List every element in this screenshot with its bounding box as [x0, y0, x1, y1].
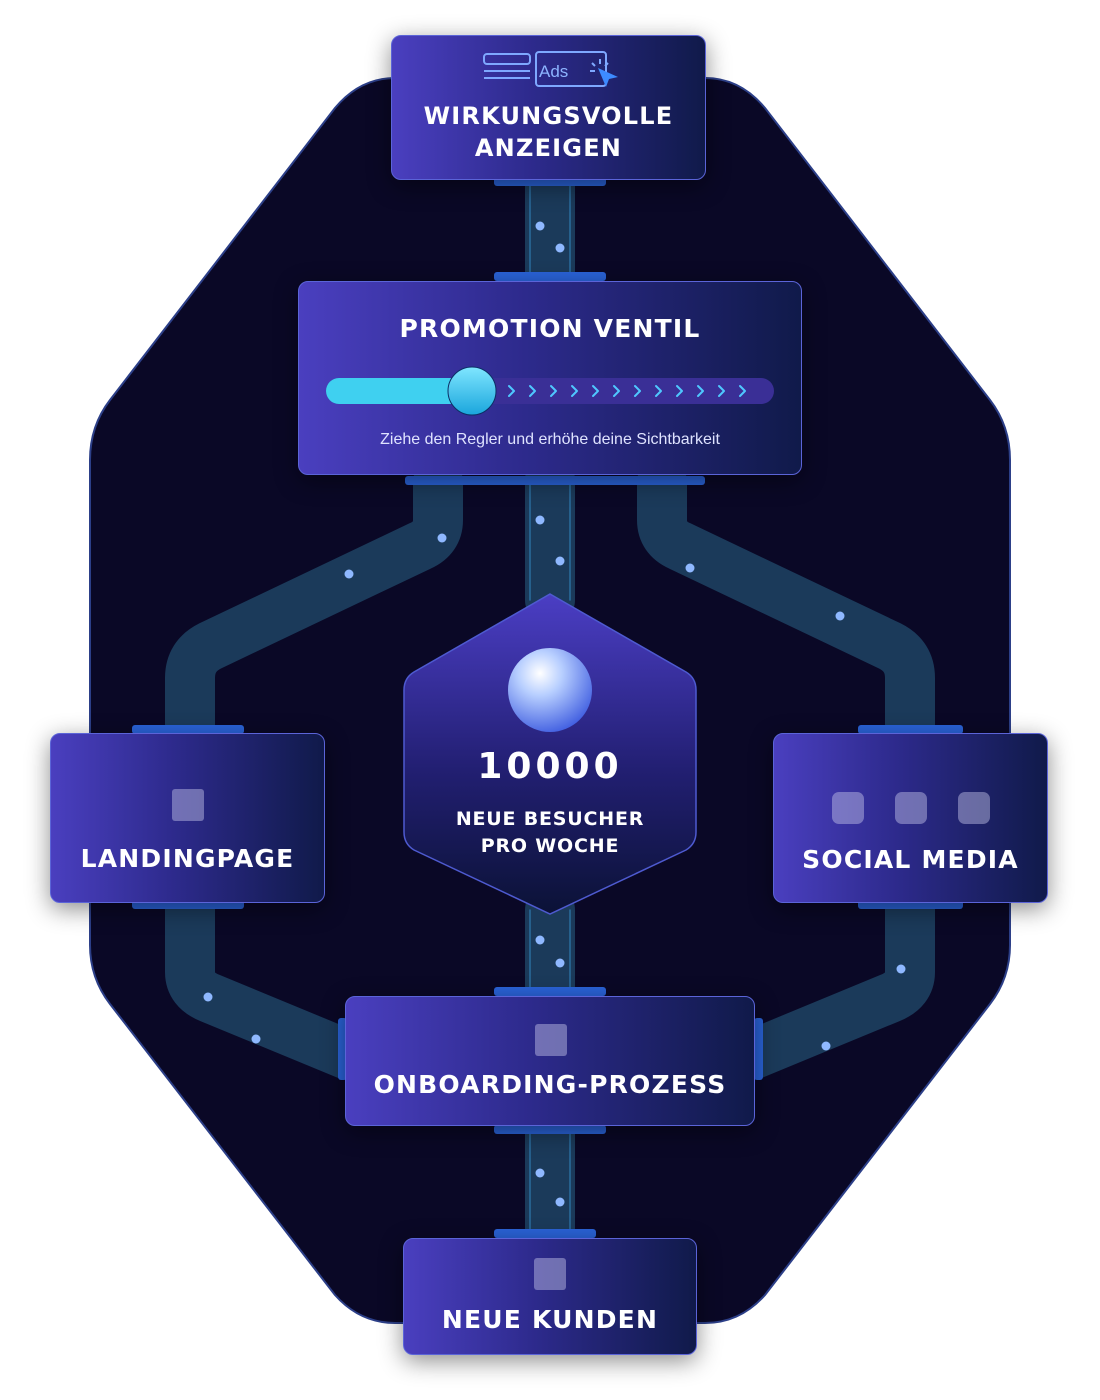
slider-knob[interactable]: [447, 366, 497, 416]
landingpage-card: LANDINGPAGE: [50, 733, 325, 903]
chevron-right-icon: [508, 385, 515, 397]
connector: [338, 1018, 347, 1080]
ads-click-icon: [483, 51, 618, 87]
social-icon: [895, 792, 927, 824]
chevron-right-icon: [676, 385, 683, 397]
social-media-title: SOCIAL MEDIA: [802, 845, 1019, 874]
chevron-right-icon: [739, 385, 746, 397]
ads-icon-label: Ads: [539, 62, 569, 81]
ads-card-title-line1: WIRKUNGSVOLLE: [423, 102, 674, 130]
connector: [405, 476, 705, 485]
chevron-right-icon: [550, 385, 557, 397]
connector: [754, 1018, 763, 1080]
connector: [132, 725, 244, 734]
neue-kunden-card: NEUE KUNDEN: [403, 1238, 697, 1355]
chevron-right-icon: [718, 385, 725, 397]
chevron-right-icon: [571, 385, 578, 397]
landingpage-title: LANDINGPAGE: [80, 844, 295, 873]
onboarding-card: ONBOARDING-PROZESS: [345, 996, 755, 1126]
flow-dots: [203, 221, 906, 1207]
slider-arrow-icons: [508, 385, 746, 397]
visitors-hexagon: [403, 593, 697, 915]
promotion-slider[interactable]: [326, 366, 776, 416]
connector: [858, 725, 963, 734]
social-icon: [832, 792, 864, 824]
visitors-count: 10000: [477, 746, 623, 787]
onboarding-icon: [535, 1024, 567, 1056]
chevron-right-icon: [529, 385, 536, 397]
ads-card-title-line2: ANZEIGEN: [474, 134, 623, 162]
connector: [494, 177, 606, 186]
landingpage-icon: [172, 789, 204, 821]
visitors-label-line1: NEUE BESUCHER: [455, 808, 645, 830]
chevron-right-icon: [655, 385, 662, 397]
social-icon: [958, 792, 990, 824]
visitors-orb-icon: [508, 648, 592, 732]
chevron-right-icon: [592, 385, 599, 397]
promotion-card: PROMOTION VENTIL Ziehe den Regler und er…: [298, 281, 802, 475]
chevron-right-icon: [613, 385, 620, 397]
visitors-hexagon-content: 10000 NEUE BESUCHER PRO WOCHE: [404, 594, 696, 916]
visitors-label-line2: PRO WOCHE: [480, 835, 620, 857]
connector: [494, 1125, 606, 1134]
onboarding-title: ONBOARDING-PROZESS: [373, 1070, 727, 1099]
slider-hint: Ziehe den Regler und erhöhe deine Sichtb…: [380, 431, 720, 448]
neue-kunden-icon: [534, 1258, 566, 1290]
ads-card: Ads WIRKUNGSVOLLE ANZEIGEN: [391, 35, 706, 180]
connector: [494, 987, 606, 996]
connector: [494, 1229, 596, 1238]
chevron-right-icon: [697, 385, 704, 397]
connector: [494, 272, 606, 281]
connector: [858, 900, 963, 909]
neue-kunden-title: NEUE KUNDEN: [441, 1305, 659, 1334]
social-media-card: SOCIAL MEDIA: [773, 733, 1048, 903]
pipes: [165, 160, 935, 1260]
connector: [132, 900, 244, 909]
slider-fill: [326, 378, 472, 404]
promotion-title: PROMOTION VENTIL: [399, 314, 701, 343]
chevron-right-icon: [634, 385, 641, 397]
